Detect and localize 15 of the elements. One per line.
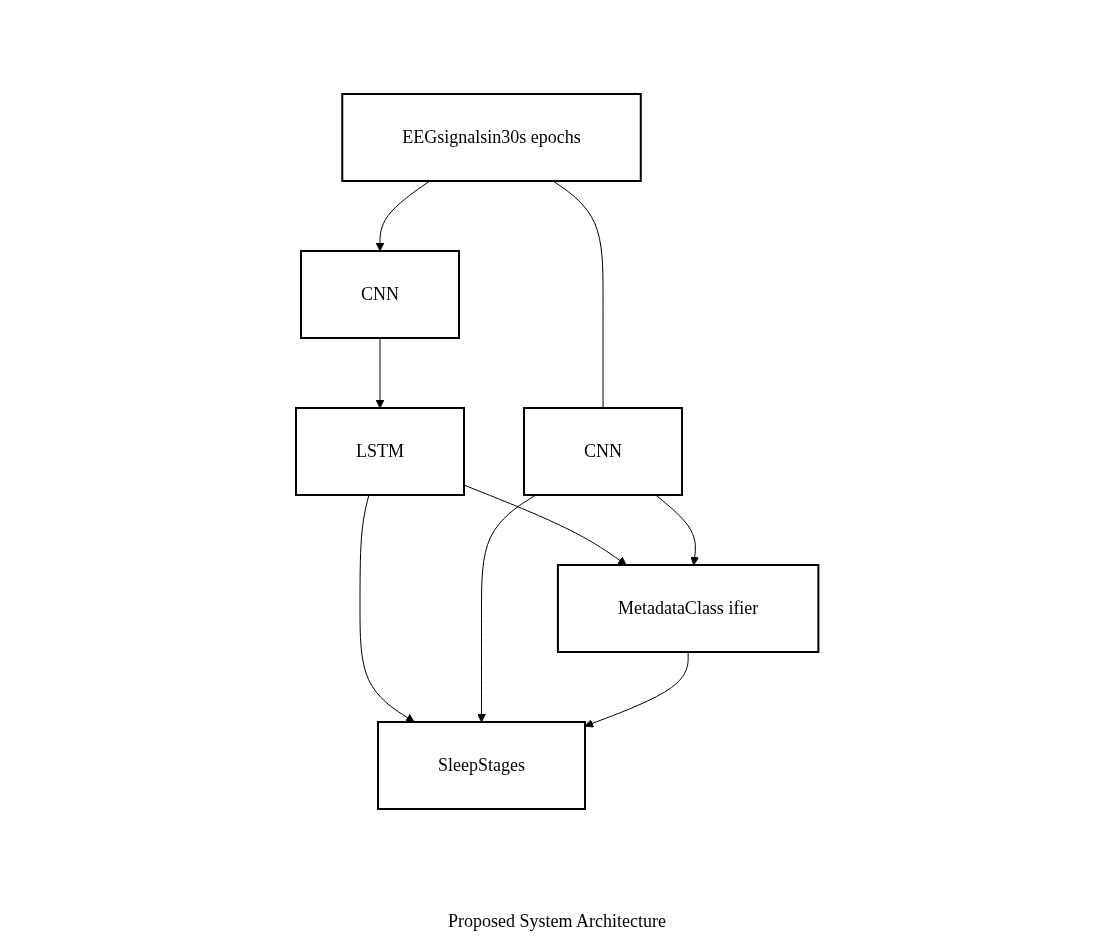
arrow [375, 337, 385, 409]
arrow [476, 494, 536, 723]
node-box: SleepStages [376, 721, 586, 810]
arrow [584, 651, 689, 728]
arrow [655, 494, 699, 566]
node-box: LSTM [294, 407, 465, 496]
arrow [375, 180, 431, 252]
caption: Proposed System Architecture [448, 910, 666, 933]
node-box: EEGsignalsin30s epochs [341, 93, 642, 182]
node-box: MetadataClass ifier [556, 564, 820, 653]
arrow [463, 484, 627, 566]
connector [552, 180, 604, 409]
node-box: CNN [299, 250, 460, 339]
node-box: CNN [522, 407, 683, 496]
arrow [359, 494, 415, 723]
